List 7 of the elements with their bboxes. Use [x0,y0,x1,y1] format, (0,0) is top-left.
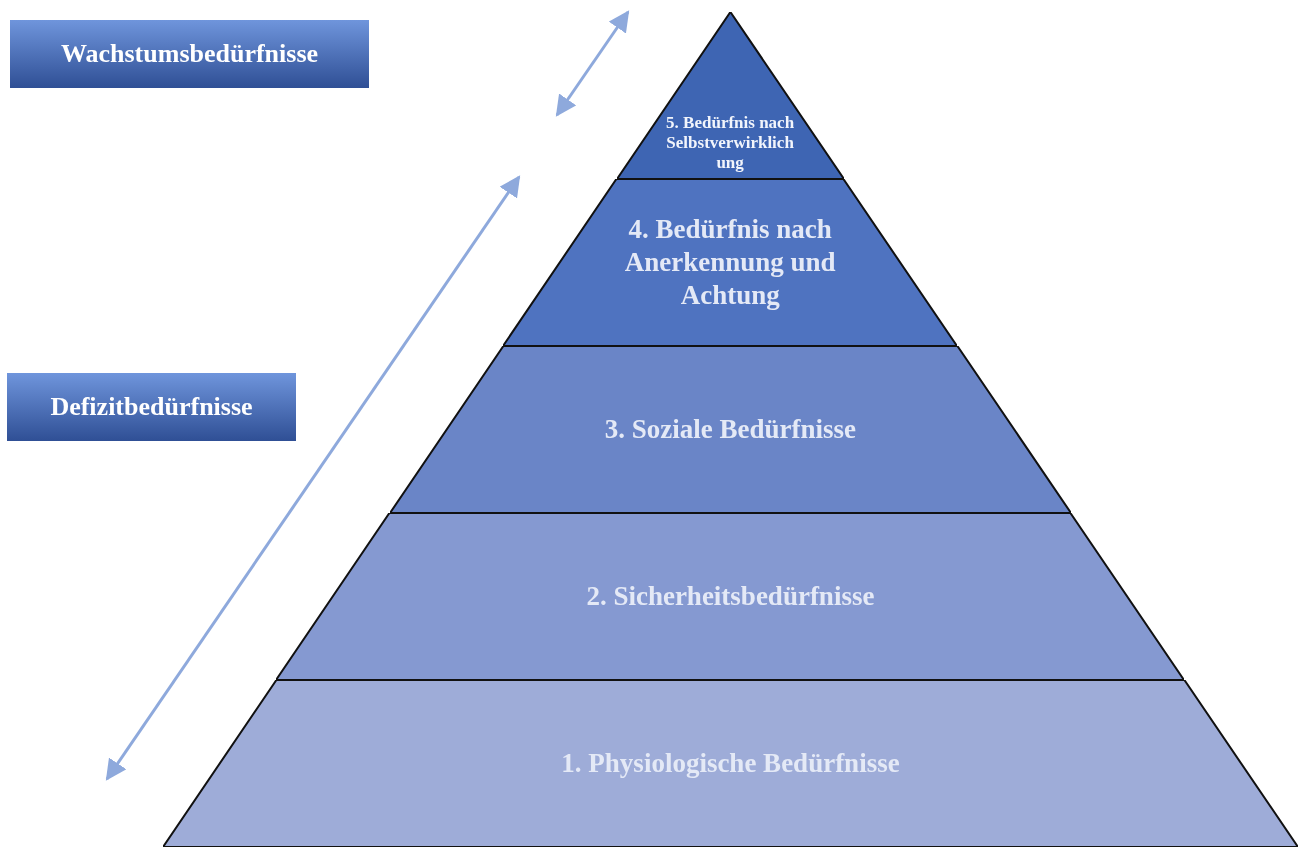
layer-label: 1. Physiologische Bedürfnisse [561,747,900,780]
layer-label: 3. Soziale Bedürfnisse [604,413,856,446]
layer-label: 2. Sicherheitsbedürfnisse [586,580,875,613]
layer-label: 5. Bedürfnis nach Selbstverwirklichung [666,113,795,173]
layer-label: 4. Bedürfnis nach Anerkennung und Achtung [623,213,837,312]
category-label: Defizitbedürfnisse [7,373,296,441]
category-label: Wachstumsbedürfnisse [10,20,369,88]
